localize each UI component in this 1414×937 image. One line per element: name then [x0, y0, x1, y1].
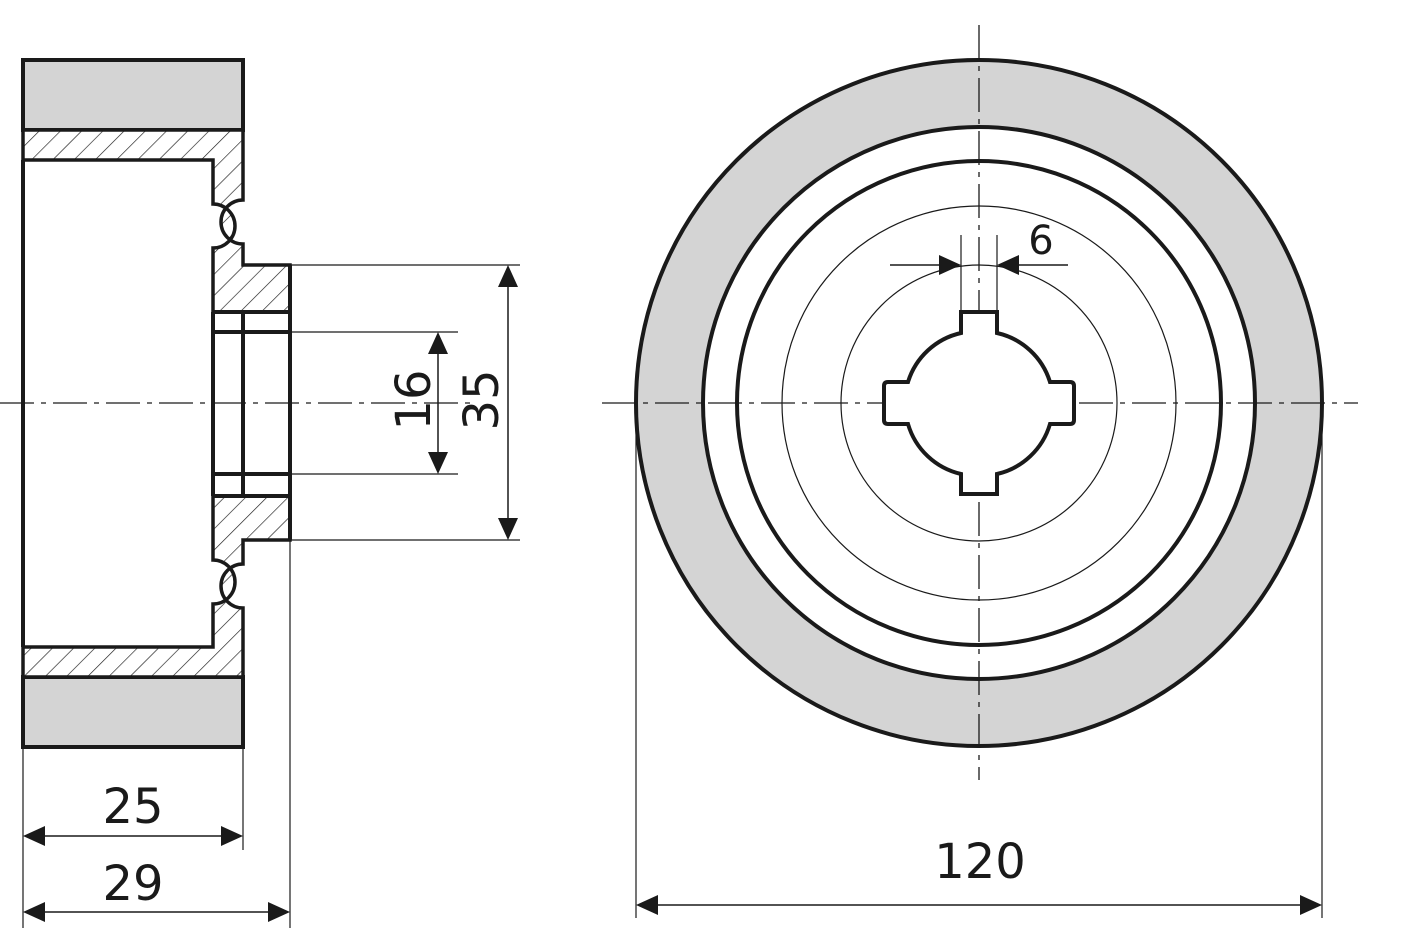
dim-label-35: 35: [454, 369, 510, 430]
dim-label-16: 16: [386, 369, 442, 430]
dim-label-25: 25: [102, 779, 163, 835]
arrow-35-top: [498, 265, 518, 287]
tyre-band-bottom: [21, 675, 245, 749]
arrow-120-right: [1300, 895, 1322, 915]
arrow-120-left: [636, 895, 658, 915]
arrow-6-right: [997, 255, 1019, 275]
arrow-29-right: [268, 902, 290, 922]
dim-label-120: 120: [934, 834, 1026, 890]
dim-label-6: 6: [1028, 218, 1053, 264]
arrow-6-left: [939, 255, 961, 275]
arrow-16-bottom: [428, 452, 448, 474]
keyed-bore-outline: [882, 310, 1076, 496]
front-view: 6 120: [602, 25, 1358, 918]
dim-label-29: 29: [102, 856, 163, 912]
tyre-band-top: [21, 58, 245, 132]
arrow-35-bottom: [498, 518, 518, 540]
arrow-16-top: [428, 332, 448, 354]
arrow-29-left: [23, 902, 45, 922]
arrow-25-left: [23, 826, 45, 846]
arrow-25-right: [221, 826, 243, 846]
side-section-view: 35 16 25 29: [0, 58, 520, 928]
